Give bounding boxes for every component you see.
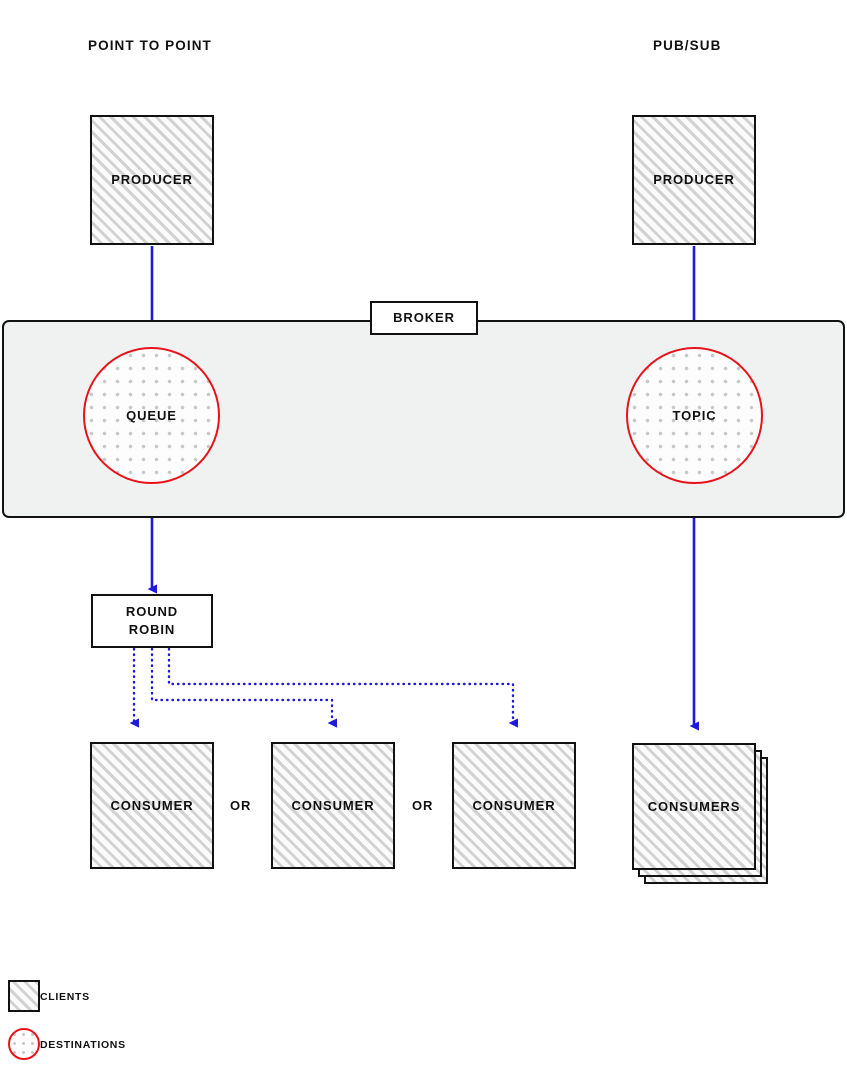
legend-label-destinations: DESTINATIONS [40,1039,126,1051]
column-title-pub-sub: PUB/SUB [653,38,722,53]
legend-label-clients: CLIENTS [40,991,90,1003]
topic-circle[interactable]: TOPIC [626,347,763,484]
consumer-label-3: CONSUMER [472,797,556,813]
queue-label: QUEUE [126,407,177,423]
column-title-point-to-point: POINT TO POINT [88,38,212,53]
or-separator-2: OR [412,798,434,813]
hatched-square-icon [8,980,40,1012]
dotted-path-to-consumer-3 [167,647,518,728]
or-separator-1: OR [230,798,252,813]
producer-box-p2p[interactable]: PRODUCER [90,115,214,245]
consumer-box-2[interactable]: CONSUMER [271,742,395,869]
round-robin-label: ROUND ROBIN [125,604,179,637]
consumers-box[interactable]: CONSUMERS [632,743,756,870]
consumer-box-3[interactable]: CONSUMER [452,742,576,869]
round-robin-box[interactable]: ROUND ROBIN [91,594,213,648]
topic-label: TOPIC [672,407,717,423]
consumer-label-2: CONSUMER [291,797,375,813]
broker-label: BROKER [393,310,455,326]
dotted-circle-icon [8,1028,40,1060]
producer-box-pubsub[interactable]: PRODUCER [632,115,756,245]
producer-label-p2p: PRODUCER [111,172,193,188]
consumer-box-1[interactable]: CONSUMER [90,742,214,869]
broker-label-box: BROKER [370,301,478,335]
consumer-label-1: CONSUMER [110,797,194,813]
queue-circle[interactable]: QUEUE [83,347,220,484]
consumers-label: CONSUMERS [647,798,741,814]
producer-label-pubsub: PRODUCER [653,172,735,188]
dotted-path-to-consumer-2 [150,647,337,728]
